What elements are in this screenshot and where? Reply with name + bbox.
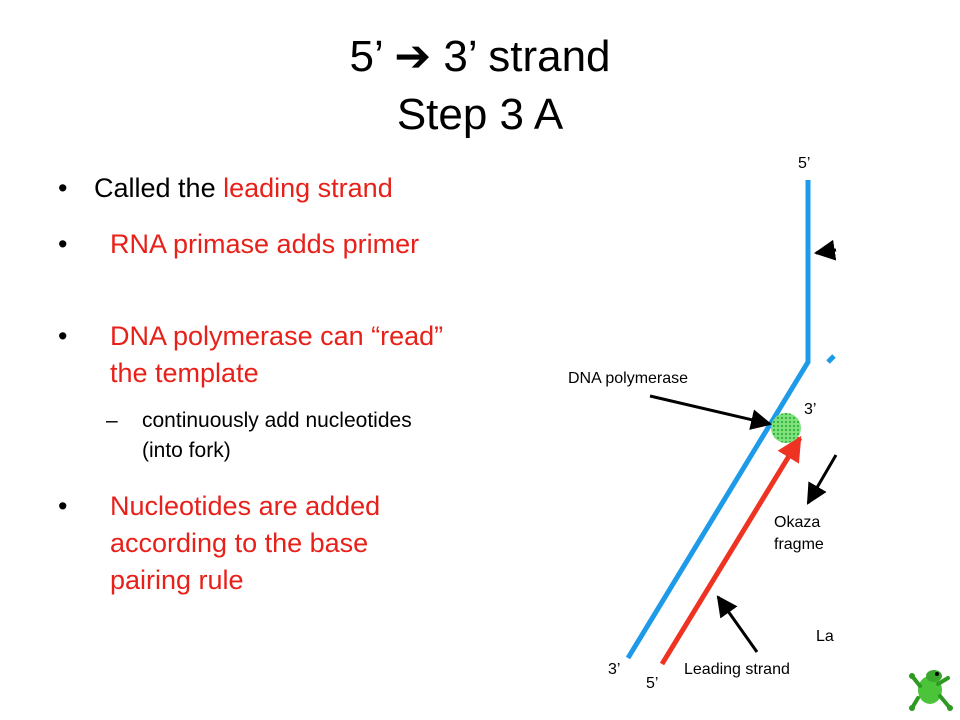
bullet-3-text: DNA polymerase can “read” the template xyxy=(110,321,444,388)
slide-title: 5’ ➔ 3’ strand Step 3 A xyxy=(0,28,960,144)
template-strand-right xyxy=(826,354,836,364)
leading-strand xyxy=(659,435,803,666)
label-top-5prime: 5’ xyxy=(798,155,810,172)
leading-strand-arrow xyxy=(716,595,759,653)
template-strand xyxy=(625,180,811,660)
bullet-4-text: Nucleotides are added according to the b… xyxy=(110,491,381,595)
title-line-1: 5’ ➔ 3’ strand xyxy=(349,32,611,81)
label-okazaki-line1: Okaza xyxy=(774,514,820,531)
frog-icon xyxy=(909,670,953,711)
dna-polymerase-blob xyxy=(771,413,801,443)
bullet-1-prefix: Called the xyxy=(94,173,224,203)
okazaki-arrow xyxy=(806,454,838,505)
bullet-2-text: RNA primase adds primer xyxy=(110,229,420,259)
label-dna-polymerase: DNA polymerase xyxy=(568,370,688,387)
label-leading-strand: Leading strand xyxy=(684,661,790,678)
label-bottom-3prime: 3’ xyxy=(608,661,620,678)
label-okazaki-line2: fragme xyxy=(774,536,824,553)
bullet-1-highlight: leading strand xyxy=(223,173,393,203)
top-arrow xyxy=(813,239,837,261)
polymerase-arrow xyxy=(649,394,773,430)
label-lagging-partial: La xyxy=(816,628,834,645)
label-bottom-5prime: 5’ xyxy=(646,675,658,692)
label-mid-3prime: 3’ xyxy=(804,401,816,418)
sub-bullet-text: continuously add nucleotides (into fork) xyxy=(142,409,412,462)
title-line-2: Step 3 A xyxy=(396,90,564,139)
